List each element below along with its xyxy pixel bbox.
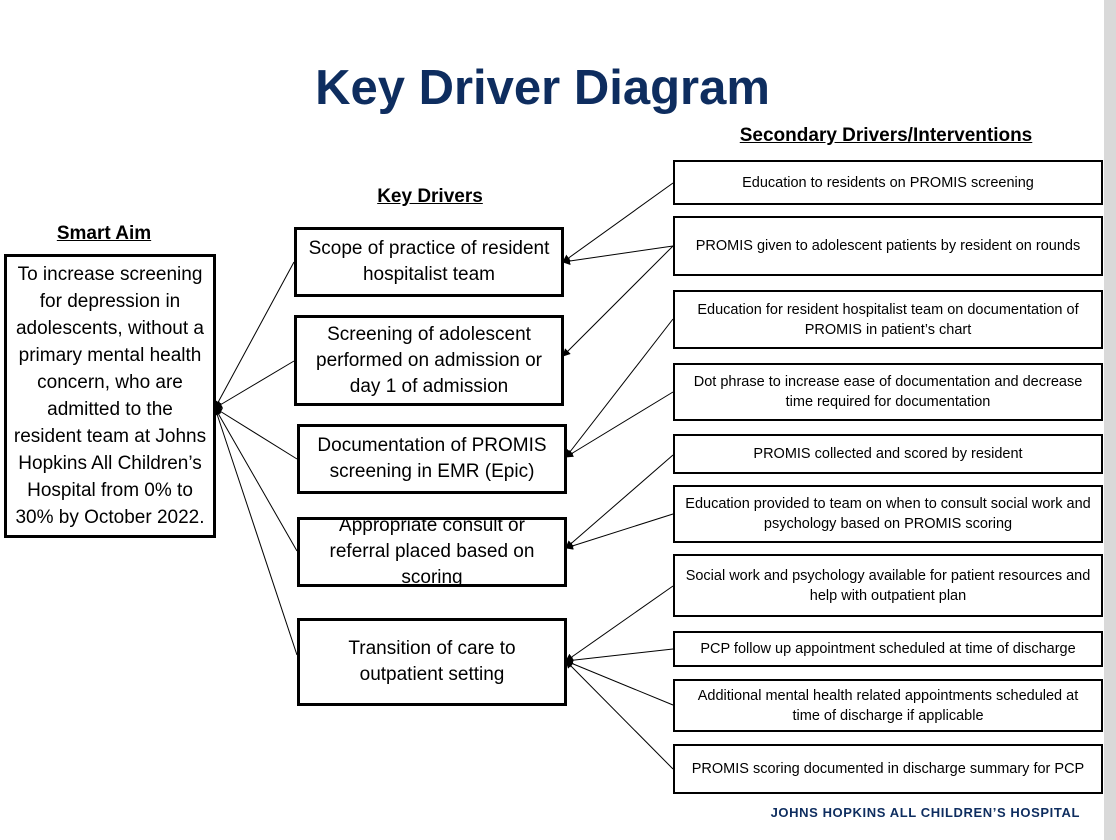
secondary-driver-label: Social work and psychology available for… (685, 567, 1091, 604)
secondary-driver-label: Education for resident hospitalist team … (697, 301, 1079, 338)
connector-sd4-kd3 (565, 391, 674, 458)
secondary-driver-promis-scored: PROMIS collected and scored by resident (673, 434, 1103, 474)
key-driver-transition-of-care: Transition of care to outpatient setting (297, 618, 567, 706)
secondary-driver-label: PCP follow up appointment scheduled at t… (700, 641, 1076, 657)
connector-kd1-aim (214, 261, 295, 409)
connector-kd3-aim (214, 407, 298, 460)
key-driver-consult-referral: Appropriate consult or referral placed b… (297, 515, 567, 588)
secondary-driver-label: PROMIS scoring documented in discharge s… (691, 761, 1085, 777)
key-driver-scope: Scope of practice of resident hospitalis… (294, 227, 564, 297)
connector-kd2-aim (214, 360, 295, 409)
connector-sd1-kd1 (562, 182, 674, 263)
secondary-driver-discharge-summary: PROMIS scoring documented in discharge s… (673, 744, 1103, 794)
key-driver-screening: Screening of adolescent performed on adm… (294, 315, 564, 406)
secondary-driver-dot-phrase: Dot phrase to increase ease of documenta… (673, 363, 1103, 421)
connector-sd2-kd1 (562, 245, 674, 265)
smart-aim-text: To increase screening for depression in … (13, 264, 207, 528)
connector-sd6-kd4 (565, 513, 674, 550)
secondary-driver-documentation-education: Education for resident hospitalist team … (673, 290, 1103, 349)
secondary-driver-promis-rounds: PROMIS given to adolescent patients by r… (673, 216, 1103, 276)
secondary-driver-label: PROMIS collected and scored by resident (753, 446, 1023, 462)
right-edge-bar (1104, 0, 1116, 840)
smart-aim-box: To increase screening for depression in … (4, 254, 216, 538)
secondary-driver-label: Education to residents on PROMIS screeni… (742, 174, 1034, 191)
secondary-driver-mental-health-appointments: Additional mental health related appoint… (673, 679, 1103, 732)
secondary-drivers-heading: Secondary Drivers/Interventions (739, 125, 1033, 146)
secondary-driver-education-residents: Education to residents on PROMIS screeni… (673, 160, 1103, 205)
smart-aim-heading: Smart Aim (56, 223, 152, 244)
key-drivers-heading: Key Drivers (377, 186, 483, 207)
connector-sd8-kd5 (565, 648, 674, 665)
key-driver-label: Screening of adolescent performed on adm… (316, 323, 542, 397)
key-driver-label: Transition of care to outpatient setting (348, 638, 516, 685)
secondary-driver-label: PROMIS given to adolescent patients by r… (695, 238, 1081, 254)
secondary-driver-label: Additional mental health related appoint… (697, 687, 1079, 724)
connector-sd2-kd2 (562, 245, 674, 357)
connector-kd5-aim (213, 407, 298, 656)
connector-sd5-kd4 (565, 454, 674, 549)
connector-sd10-kd5 (565, 660, 674, 770)
connector-sd9-kd5 (565, 659, 674, 706)
key-driver-label: Scope of practice of resident hospitalis… (308, 238, 550, 285)
connector-kd4-aim (214, 407, 298, 552)
secondary-driver-social-work: Social work and psychology available for… (673, 554, 1103, 617)
secondary-driver-label: Dot phrase to increase ease of documenta… (693, 374, 1083, 410)
connector-sd3-kd3 (565, 318, 674, 458)
key-driver-documentation: Documentation of PROMIS screening in EMR… (297, 424, 567, 494)
secondary-driver-consult-education: Education provided to team on when to co… (673, 485, 1103, 543)
key-driver-label: Appropriate consult or referral placed b… (329, 515, 535, 588)
connector-sd7-kd5 (565, 585, 674, 662)
hospital-logo-text: JOHNS HOPKINS ALL CHILDREN’S HOSPITAL (770, 805, 1080, 820)
secondary-driver-label: Education provided to team on when to co… (685, 496, 1091, 532)
page-title: Key Driver Diagram (315, 61, 770, 115)
secondary-driver-pcp-followup: PCP follow up appointment scheduled at t… (673, 631, 1103, 667)
key-driver-label: Documentation of PROMIS screening in EMR… (317, 435, 547, 482)
